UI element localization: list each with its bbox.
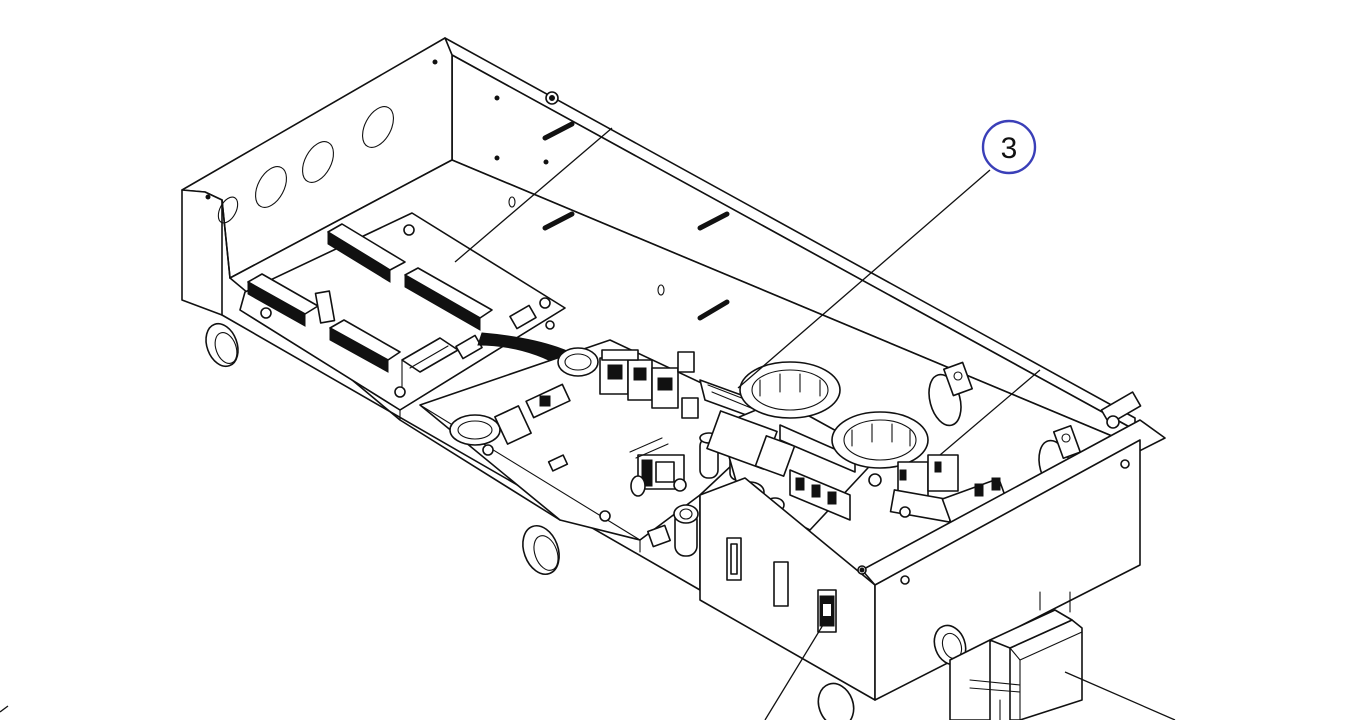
terminal-board (239, 212, 566, 421)
cable-grommets (739, 361, 929, 469)
power-rocker-switch (817, 589, 837, 633)
terminal-block-4 (329, 319, 401, 373)
terminal-strip (779, 424, 856, 521)
relay-bank (599, 349, 699, 419)
external-transformer (949, 591, 1083, 720)
leader-lines (0, 127, 1176, 720)
terminal-block-3 (247, 273, 319, 327)
terminal-block-1 (327, 223, 406, 283)
enclosure-left-wall (181, 37, 453, 316)
fuse-holder (494, 383, 571, 445)
main-circuit-board (419, 339, 781, 557)
callout-label: 3 (1001, 132, 1018, 165)
mounting-studs (494, 91, 730, 321)
terminal-block-2 (404, 267, 493, 331)
callout-circle (981, 119, 1037, 175)
callout-3: 3 (981, 119, 1037, 175)
small-transformer (630, 454, 687, 497)
output-relays (889, 454, 1009, 525)
